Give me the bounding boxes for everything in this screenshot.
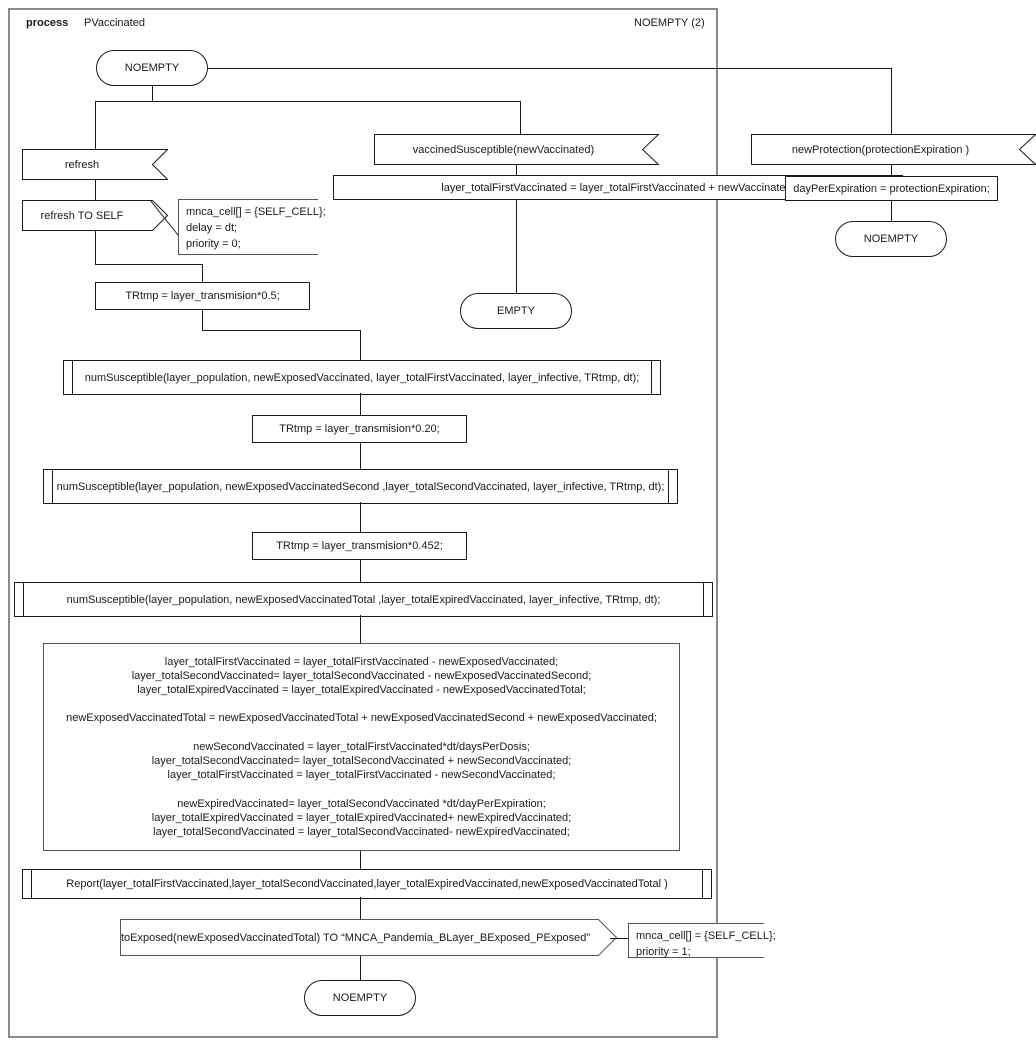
- connector-newprotection-task-to-state: [891, 201, 892, 221]
- connector-start-to-right: [208, 68, 892, 69]
- comment-refresh-line1: mnca_cell[] = {SELF_CELL};: [186, 206, 326, 218]
- process-name: PVaccinated: [84, 17, 145, 29]
- connector-start-stem: [152, 86, 153, 101]
- process-frame: [8, 8, 718, 1038]
- output-signal-shape: [22, 200, 168, 231]
- connector-refresh-down: [95, 101, 96, 149]
- connector-newprotection-to-task: [891, 165, 892, 176]
- process-keyword: process: [26, 17, 69, 29]
- connector-branch-bus: [95, 101, 521, 102]
- state-empty[interactable]: EMPTY: [460, 293, 572, 329]
- connector-proc3-to-bigtask: [360, 615, 361, 643]
- connector-trtmp3-to-proc3: [360, 560, 361, 582]
- output-signal-toexposed-label: toExposed(newExposedVaccinatedTotal) TO …: [121, 931, 590, 944]
- task-line: newSecondVaccinated = layer_totalFirstVa…: [193, 740, 530, 753]
- connector-vaccined-to-task: [516, 165, 517, 175]
- task-trtmp-020[interactable]: TRtmp = layer_transmision*0.20;: [252, 415, 467, 443]
- comment-leader-toexposed: [610, 938, 630, 939]
- connector-to-proc1: [360, 330, 361, 360]
- task-line: newExposedVaccinatedTotal = newExposedVa…: [66, 712, 657, 725]
- state-newprotection-noempty[interactable]: NOEMPTY: [835, 221, 947, 257]
- task-trtmp-0452[interactable]: TRtmp = layer_transmision*0.452;: [252, 532, 467, 560]
- procedure-numsusceptible-second[interactable]: numSusceptible(layer_population, newExpo…: [43, 469, 678, 504]
- connector-refresh-to-self: [95, 180, 96, 200]
- procedure-numsusceptible-first[interactable]: numSusceptible(layer_population, newExpo…: [63, 360, 661, 395]
- connector-self-down: [95, 231, 96, 264]
- connector-self-right: [95, 264, 203, 265]
- input-signal-shape: [751, 134, 1036, 165]
- output-signal-toexposed[interactable]: toExposed(newExposedVaccinatedTotal) TO …: [120, 919, 617, 956]
- task-line: layer_totalFirstVaccinated = layer_total…: [167, 769, 556, 782]
- task-line: layer_totalFirstVaccinated = layer_total…: [164, 655, 559, 668]
- comment-refresh-line3: priority = 0;: [186, 238, 241, 250]
- connector-vaccined-down: [520, 101, 521, 134]
- procedure-report[interactable]: Report(layer_totalFirstVaccinated,layer_…: [22, 869, 712, 899]
- comment-toexposed-line2: priority = 1;: [636, 946, 691, 958]
- input-signal-shape: [22, 149, 168, 180]
- connector-toexposed-to-end: [360, 956, 361, 980]
- task-line: layer_totalExpiredVaccinated = layer_tot…: [151, 811, 572, 824]
- task-dayperexpiration[interactable]: dayPerExpiration = protectionExpiration;: [785, 176, 998, 201]
- input-signal-vaccined-label: vaccinedSusceptible(newVaccinated): [412, 143, 595, 156]
- connector-trtmp2-to-proc2: [360, 443, 361, 469]
- comment-leader-refresh: [150, 200, 183, 241]
- task-line: layer_totalSecondVaccinated= layer_total…: [151, 755, 572, 767]
- task-line: layer_totalSecondVaccinated= layer_total…: [131, 669, 592, 682]
- connector-proc2-to-trtmp3: [360, 502, 361, 532]
- task-line: newExpiredVaccinated= layer_totalSecondV…: [177, 797, 546, 810]
- output-signal-refresh-label: refresh TO SELF: [40, 209, 124, 222]
- connector-trtmp1-down: [202, 310, 203, 330]
- input-signal-shape: [374, 134, 659, 165]
- input-signal-refresh[interactable]: refresh: [22, 149, 168, 180]
- comment-refresh-line2: delay = dt;: [186, 222, 238, 234]
- state-start-noempty[interactable]: NOEMPTY: [96, 50, 208, 86]
- comment-refresh-params: mnca_cell[] = {SELF_CELL}; delay = dt; p…: [178, 199, 326, 255]
- connector-trtmp1-right: [202, 330, 361, 331]
- state-end-noempty-left[interactable]: NOEMPTY: [304, 980, 416, 1016]
- page-label: NOEMPTY (2): [634, 17, 705, 29]
- connector-vaccined-task-to-empty: [516, 200, 517, 293]
- connector-proc1-to-trtmp2: [360, 393, 361, 415]
- task-line: layer_totalExpiredVaccinated = layer_tot…: [137, 684, 586, 697]
- connector-to-trtmp1: [202, 264, 203, 282]
- comment-toexposed-params: mnca_cell[] = {SELF_CELL}; priority = 1;: [628, 923, 776, 958]
- task-line: layer_totalSecondVaccinated = layer_tota…: [153, 826, 570, 839]
- connector-bigtask-to-report: [360, 851, 361, 869]
- output-signal-refresh-to-self[interactable]: refresh TO SELF: [22, 200, 168, 231]
- input-signal-newprotection-label: newProtection(protectionExpiration ): [791, 143, 970, 156]
- connector-report-to-toexposed: [360, 897, 361, 919]
- input-signal-refresh-label: refresh: [64, 158, 100, 171]
- connector-right-down: [891, 68, 892, 134]
- task-vaccination-update-block[interactable]: layer_totalFirstVaccinated = layer_total…: [43, 643, 680, 851]
- task-trtmp-05[interactable]: TRtmp = layer_transmision*0.5;: [95, 282, 310, 310]
- output-signal-shape: [120, 919, 617, 956]
- procedure-numsusceptible-total[interactable]: numSusceptible(layer_population, newExpo…: [14, 582, 713, 617]
- input-signal-newprotection[interactable]: newProtection(protectionExpiration ): [751, 134, 1036, 165]
- input-signal-vaccinedsusceptible[interactable]: vaccinedSusceptible(newVaccinated): [374, 134, 659, 165]
- comment-toexposed-line1: mnca_cell[] = {SELF_CELL};: [636, 930, 776, 942]
